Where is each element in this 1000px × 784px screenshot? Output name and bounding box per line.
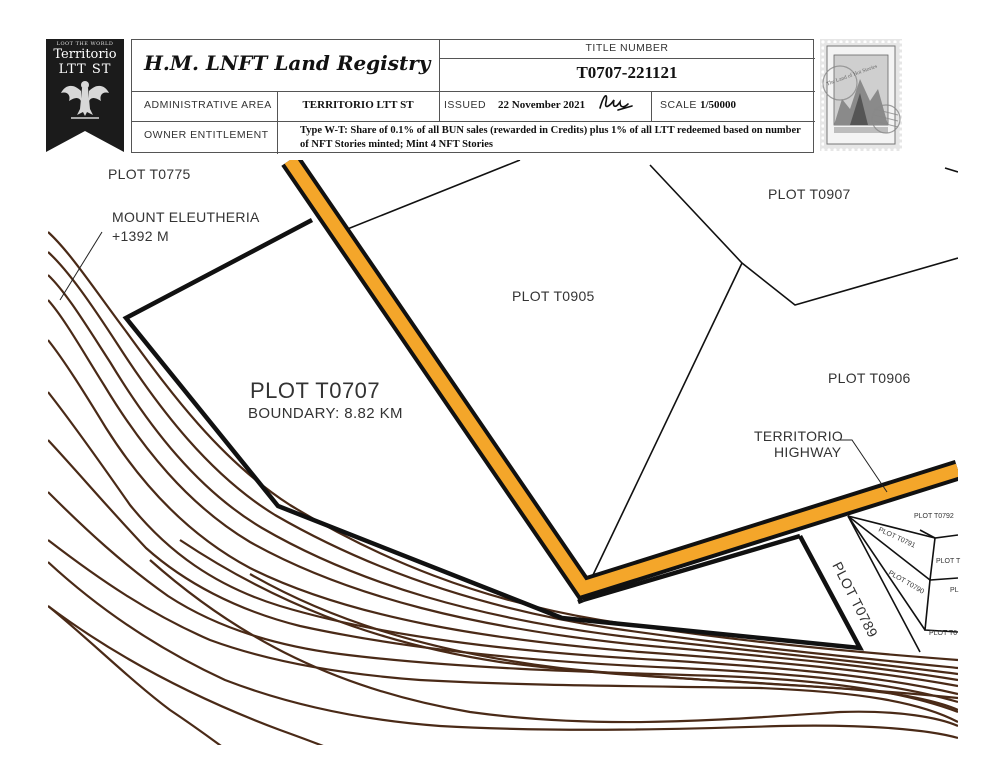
plot-label-t0792: PLOT T0792 — [914, 513, 954, 520]
leader-lines — [59, 231, 888, 493]
mount-elevation-label: +1392 M — [112, 228, 169, 244]
plot-label-t0906: PLOT T0906 — [828, 370, 911, 386]
title-register-header: H.M. LNFT Land Registry TITLE NUMBER T07… — [131, 39, 815, 154]
scale-label: SCALE — [660, 99, 697, 111]
plot-boundaries — [339, 160, 958, 653]
contour-line — [48, 605, 324, 745]
signature-mark — [599, 95, 633, 111]
contour-line — [48, 339, 958, 688]
contour-line — [48, 491, 958, 714]
owner-entitlement-value: Type W-T: Share of 0.1% of all BUN sales… — [300, 125, 801, 150]
scale-value: 1/50000 — [700, 99, 737, 111]
title-number-label: TITLE NUMBER — [585, 42, 669, 54]
contour-line — [48, 605, 222, 745]
title-number: T0707-221121 — [576, 63, 678, 82]
plot-t0707-boundary — [122, 218, 864, 651]
eagle-crest-icon — [61, 81, 109, 119]
plot-label-t0707: PLOT T0707 — [250, 378, 380, 403]
plot-label-t0775: PLOT T0775 — [108, 166, 191, 182]
mount-name-label: MOUNT ELEUTHERIA — [112, 209, 260, 225]
contour-line — [48, 231, 958, 662]
highway-label-line1: TERRITORIO — [754, 428, 843, 444]
contour-line — [48, 439, 958, 704]
banner-caption: LOOT THE WORLD — [56, 41, 114, 47]
plot-label-t0905: PLOT T0905 — [512, 288, 595, 304]
postage-stamp-icon: The Land of Hot Stories — [820, 39, 902, 151]
contour-line — [48, 251, 958, 670]
plot-label-t0789: PLOT T0789 — [829, 559, 881, 640]
contour-line — [48, 561, 958, 740]
highway-label-line2: HIGHWAY — [774, 444, 842, 460]
plot-label-cut-c: PLOT T0 — [929, 630, 957, 637]
plot-label-t0907: PLOT T0907 — [768, 186, 851, 202]
banner-territory-code: LTT ST — [58, 62, 112, 77]
registry-title: H.M. LNFT Land Registry — [144, 51, 431, 75]
territory-banner: LOOT THE WORLD Territorio LTT ST — [46, 39, 124, 152]
issued-date: 22 November 2021 — [498, 99, 586, 111]
issued-label: ISSUED — [444, 99, 487, 111]
boundary-length-label: BOUNDARY: 8.82 KM — [248, 405, 403, 422]
contour-line — [48, 391, 958, 696]
admin-area-value: TERRITORIO LTT ST — [302, 99, 414, 111]
contour-line — [48, 299, 958, 682]
plot-label-t0791: PLOT T0791 — [877, 526, 916, 549]
territorio-highway — [281, 160, 958, 601]
contour-line — [48, 274, 958, 676]
contour-line — [249, 573, 958, 700]
plot-label-cut-b: PL — [950, 587, 959, 594]
contour-lines — [48, 231, 958, 745]
admin-area-label: ADMINISTRATIVE AREA — [144, 99, 272, 111]
plot-label-cut-a: PLOT T — [936, 558, 961, 565]
owner-entitlement-label: OWNER ENTITLEMENT — [144, 129, 269, 141]
contour-line — [48, 539, 958, 723]
banner-territory-name: Territorio — [53, 47, 117, 62]
contour-line — [149, 559, 958, 728]
